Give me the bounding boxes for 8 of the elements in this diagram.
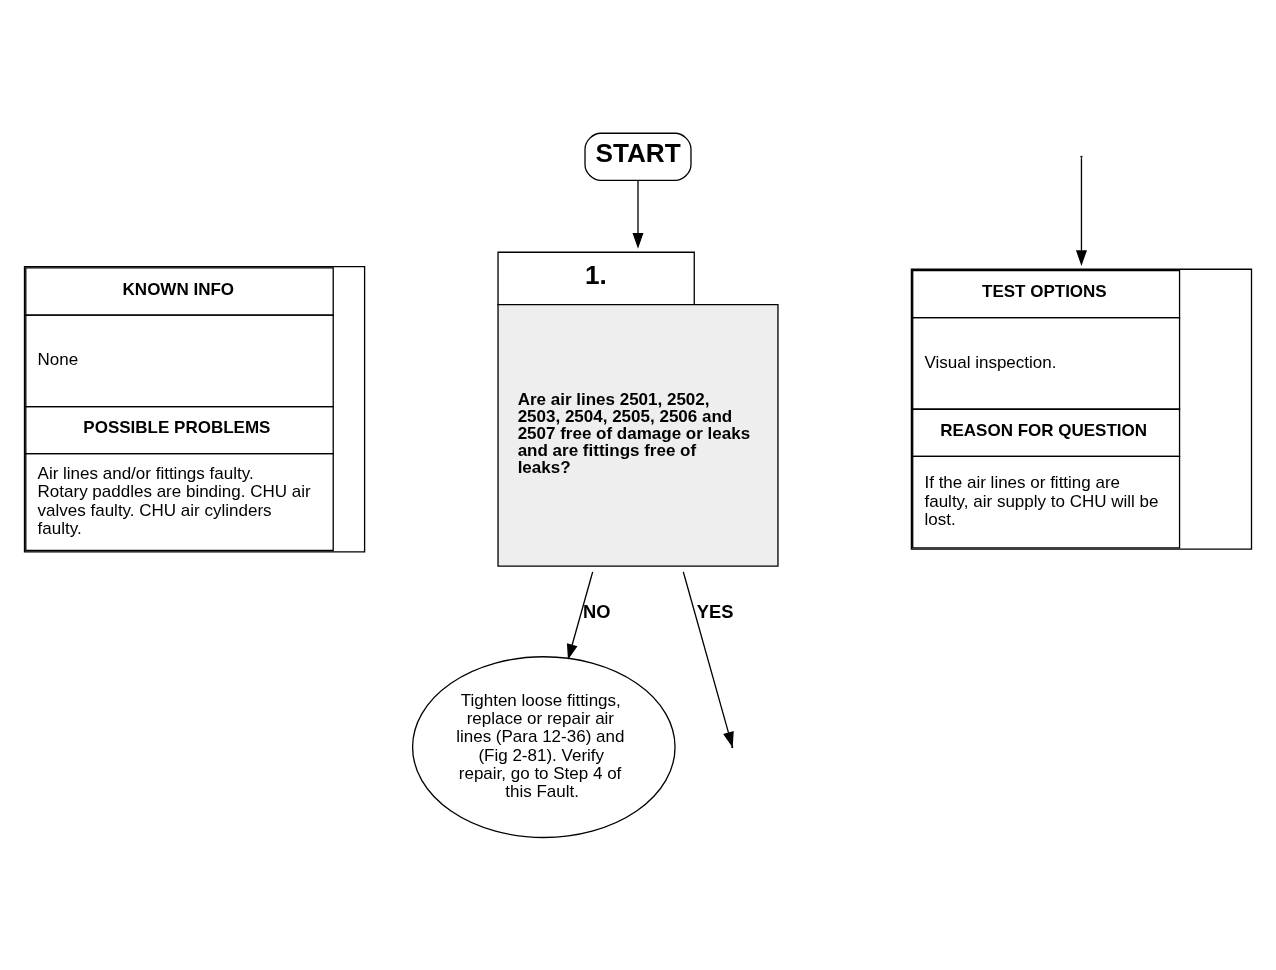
arrow: [632, 179, 644, 249]
node-box: START: [584, 132, 692, 181]
arrow: [682, 570, 734, 748]
node-ellipse: Tighten loose fittings, replace or repair air lines (Para 12-36) and (Fig 2-81). Verify repair, go to Step 4 of this Fault.: [411, 655, 676, 838]
arrow: [1075, 157, 1087, 266]
edge-label: YES: [696, 599, 734, 621]
arrow: [566, 570, 594, 660]
edge-label: NO: [583, 599, 611, 621]
